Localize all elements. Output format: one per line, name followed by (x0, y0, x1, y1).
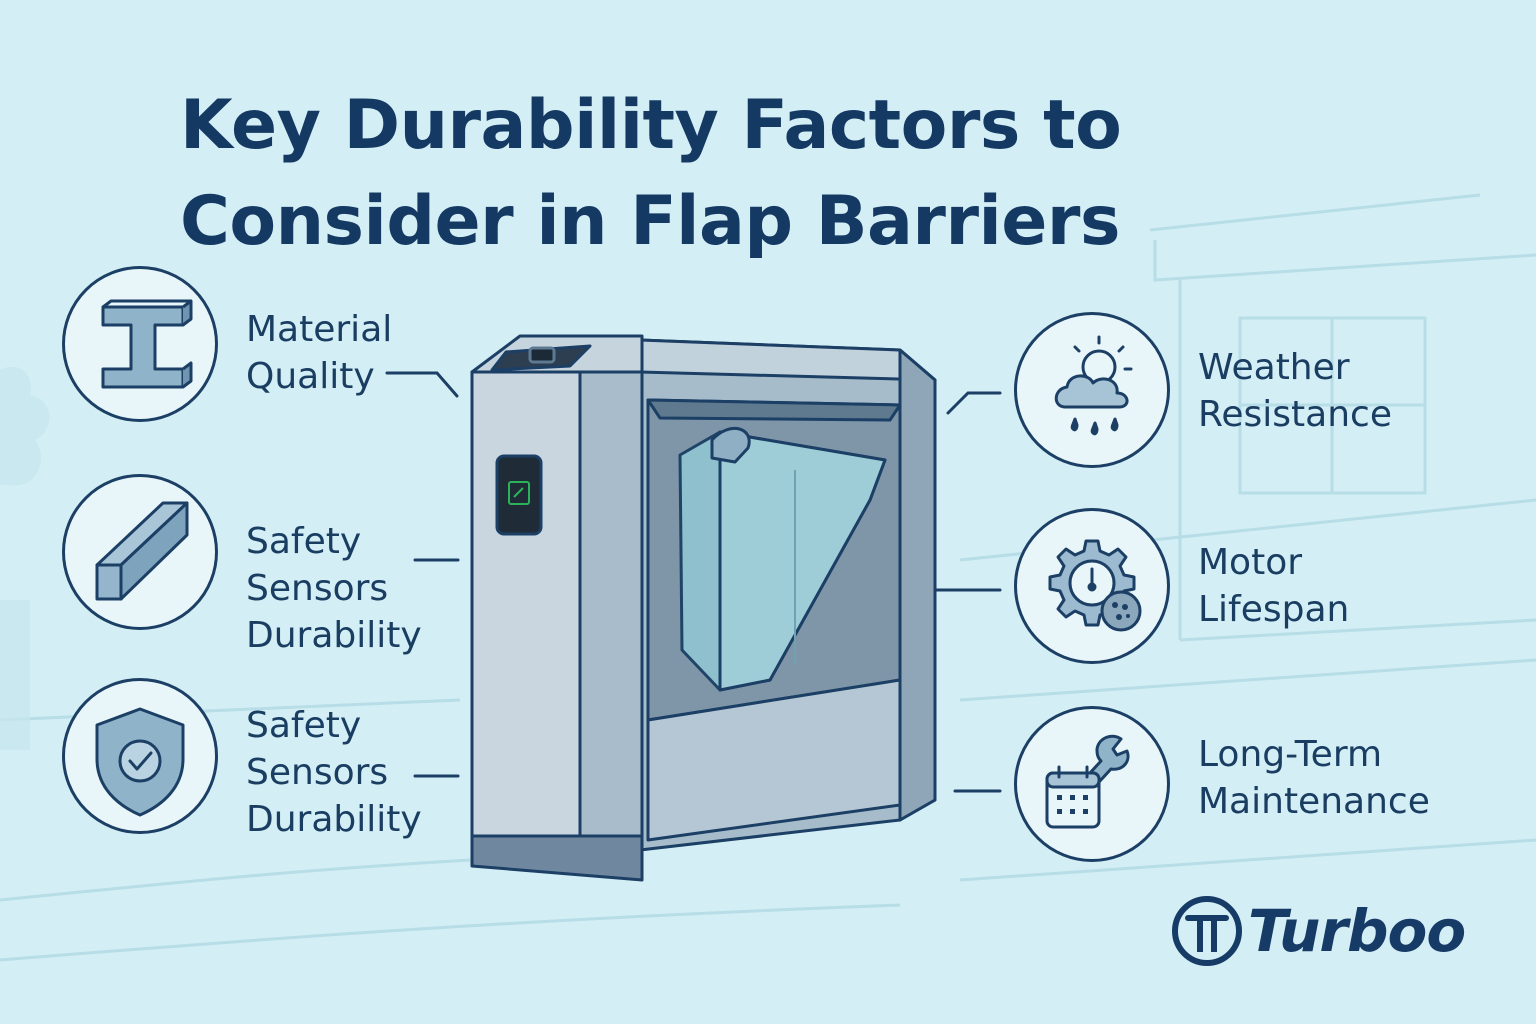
label-line: Resistance (1198, 394, 1392, 435)
page-title: Key Durability Factors to Consider in Fl… (180, 78, 1180, 270)
label-line: Maintenance (1198, 781, 1430, 822)
title-line-1: Key Durability Factors to (180, 86, 1122, 165)
label-line: Material (246, 309, 393, 350)
factor-material-quality: Material Quality (246, 306, 392, 400)
turboo-logo-icon (1172, 896, 1242, 966)
title-line-2: Consider in Flap Barriers (180, 182, 1120, 261)
calendar-wrench-icon (1045, 734, 1130, 829)
shield-check-icon (95, 707, 185, 817)
motor-icon-circle (1014, 508, 1170, 664)
motor-gear-icon (1048, 539, 1142, 632)
label-line: Durability (246, 615, 422, 656)
weather-icon-circle (1014, 312, 1170, 468)
flap-barrier-illustration (470, 334, 937, 882)
maintenance-icon-circle (1014, 706, 1170, 862)
label-line: Sensors (246, 568, 389, 609)
factor-safety-sensors-durability-2: Safety Sensors Durability (246, 702, 422, 843)
label-line: Sensors (246, 752, 389, 793)
steel-bar-icon-circle (62, 474, 218, 630)
label-line: Long-Term (1198, 734, 1383, 775)
brand-logo: Turboo (1170, 893, 1466, 969)
label-line: Lifespan (1198, 589, 1350, 630)
factor-long-term-maintenance: Long-Term Maintenance (1198, 731, 1430, 825)
i-beam-icon (101, 299, 193, 389)
label-line: Safety (246, 705, 362, 746)
label-line: Safety (246, 521, 362, 562)
factor-motor-lifespan: Motor Lifespan (1198, 539, 1349, 633)
brand-name: Turboo (1248, 897, 1466, 965)
weather-cloud-rain-icon (1054, 335, 1133, 436)
label-line: Quality (246, 356, 375, 397)
steel-bar-icon (95, 501, 189, 601)
i-beam-icon-circle (62, 266, 218, 422)
shield-check-icon-circle (62, 678, 218, 834)
label-line: Durability (246, 799, 422, 840)
factor-safety-sensors-durability-1: Safety Sensors Durability (246, 518, 422, 659)
label-line: Motor (1198, 542, 1303, 583)
label-line: Weather (1198, 347, 1350, 388)
factor-weather-resistance: Weather Resistance (1198, 344, 1392, 438)
